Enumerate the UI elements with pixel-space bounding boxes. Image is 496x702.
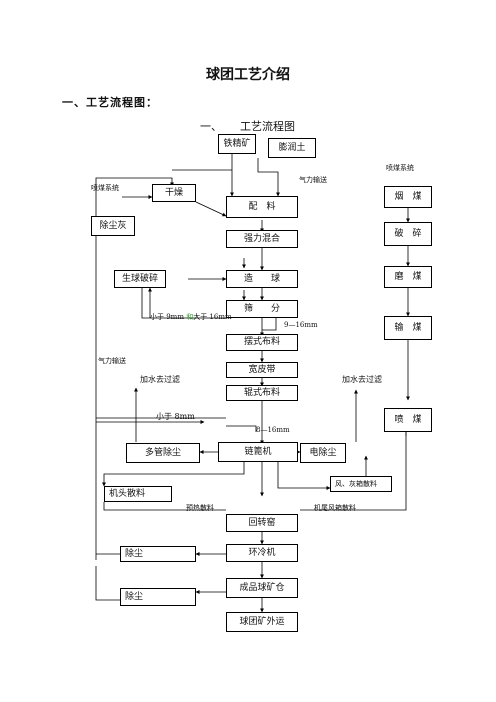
diagram-title-text: 工艺流程图 — [240, 120, 295, 133]
node-pelletizing: 造 球 — [226, 270, 298, 288]
label-9-16mm: 9—16mm — [284, 321, 318, 329]
label-preheat-spill: 预热散料 — [186, 504, 214, 512]
node-dedust-2: 除尘 — [120, 588, 196, 606]
label-size-range-1: 小于 9mm 和大于 16mm — [150, 314, 232, 321]
node-grate: 链篦机 — [218, 442, 298, 462]
node-dust-ash: 除尘灰 — [91, 216, 135, 236]
node-fan-ash-spill: 风、灰箱散料 — [330, 476, 392, 492]
node-ring-cooler: 环冷机 — [226, 544, 298, 562]
label-and: 和 — [186, 313, 194, 321]
node-strong-mixing: 强力混合 — [226, 230, 298, 248]
node-coal-raw: 烟 煤 — [384, 186, 432, 208]
node-wide-belt: 宽皮带 — [226, 362, 298, 378]
node-electrostatic-dust: 电除尘 — [300, 443, 346, 463]
label-tail-fan-spill: 机尾风箱散料 — [314, 504, 356, 512]
label-gt16: 大于 16mm — [193, 313, 232, 321]
node-batching: 配 料 — [226, 196, 298, 218]
label-pneumatic-top: 气力输送 — [299, 176, 327, 184]
node-bentonite: 膨润土 — [268, 138, 316, 158]
page-title: 球团工艺介绍 — [206, 67, 290, 83]
node-coal-spray: 喷 煤 — [384, 408, 432, 432]
node-multi-tube-dust: 多管除尘 — [126, 443, 200, 463]
node-head-spill: 机头散料 — [104, 486, 172, 502]
node-product-silo: 成品球矿仓 — [226, 578, 298, 598]
node-swing-distributor: 摆式布料 — [226, 334, 298, 351]
label-lt9: 小于 9mm — [150, 313, 184, 321]
node-dedust-1: 除尘 — [120, 546, 196, 562]
node-rotary-kiln: 回转窑 — [226, 514, 298, 532]
label-8-16mm: 8—16mm — [256, 426, 290, 434]
node-iron-concentrate: 铁精矿 — [218, 134, 256, 154]
node-roller-distributor: 辊式布料 — [226, 385, 298, 401]
label-lt8: 小于 8mm — [156, 412, 195, 421]
diagram-title: 一、 工艺流程图 — [200, 118, 295, 134]
node-coal-crush: 破 碎 — [384, 222, 432, 246]
node-coal-convey: 输 煤 — [384, 316, 432, 340]
label-water-filter-right: 加水去过滤 — [342, 375, 382, 384]
node-coal-grind: 磨 煤 — [384, 266, 432, 288]
label-coal-system-right: 喷煤系统 — [386, 164, 414, 172]
node-pellet-out: 球团矿外运 — [226, 612, 298, 632]
label-water-filter-left: 加水去过滤 — [140, 375, 180, 384]
node-green-ball-crushing: 生球破碎 — [114, 270, 166, 288]
node-drying: 干燥 — [152, 184, 196, 202]
diagram-title-number: 一、 — [200, 120, 222, 133]
section-heading: 一、工艺流程图： — [62, 96, 158, 109]
label-coal-system-left: 喷煤系统 — [91, 184, 119, 192]
label-pneumatic-left: 气力输送 — [98, 357, 126, 365]
node-screening: 筛 分 — [226, 300, 298, 318]
